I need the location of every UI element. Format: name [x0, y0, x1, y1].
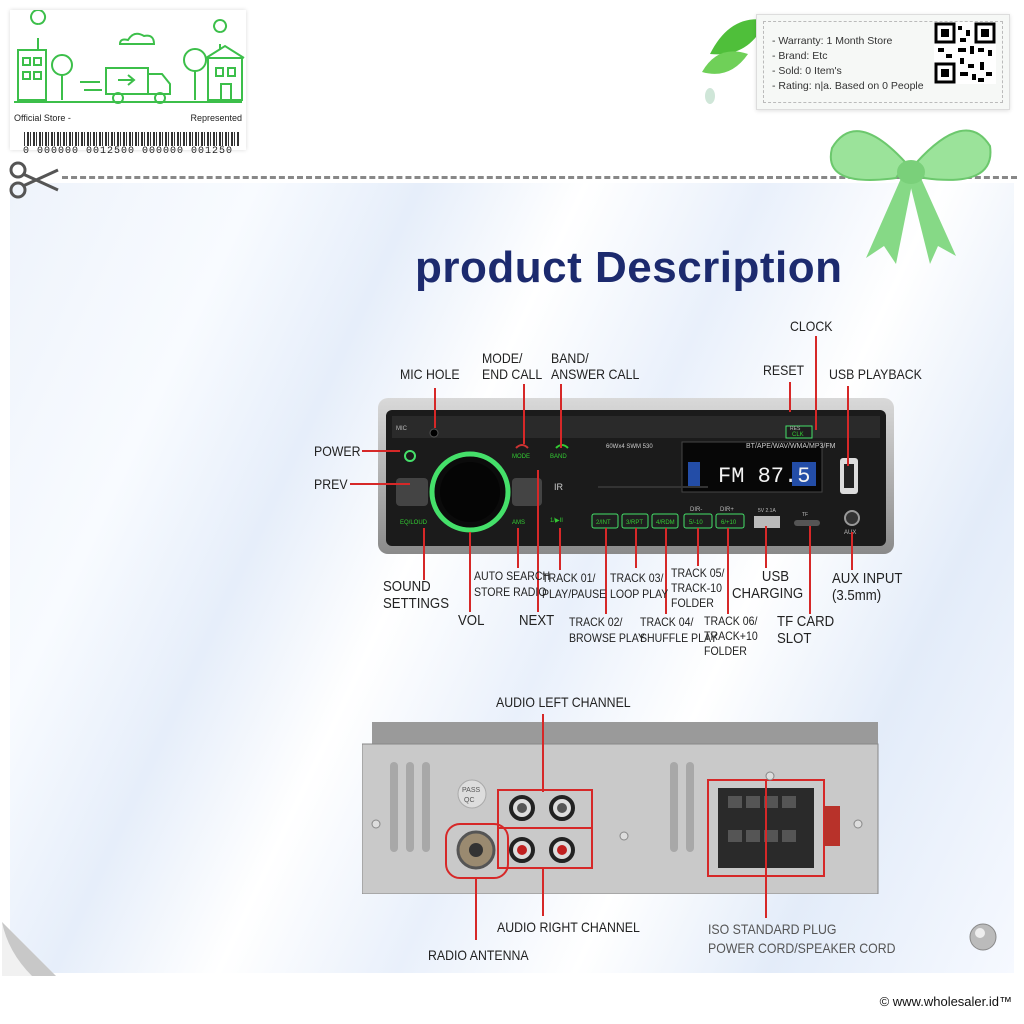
- brand-text: - Brand: Etc: [772, 50, 828, 62]
- dir-minus-small: DIR-: [690, 507, 702, 513]
- res-small: RES: [790, 426, 801, 432]
- label-mic-hole: MIC HOLE: [400, 366, 460, 382]
- label-prev: PREV: [314, 476, 348, 492]
- label-track02: TRACK 02/BROWSE PLAY: [569, 615, 646, 645]
- button-2: 2/INT: [596, 520, 611, 526]
- tf-small: TF: [802, 512, 808, 518]
- rating-text: - Rating: n|a. Based on 0 People: [772, 80, 924, 92]
- label-usb-playback: USB PLAYBACK: [829, 366, 922, 382]
- official-store-card: Official Store - Represented 0 000000 00…: [10, 10, 246, 157]
- cut-line: [62, 176, 1017, 179]
- ribbon-bow-icon: [829, 129, 992, 264]
- label-audio-right: AUDIO RIGHT CHANNEL: [497, 919, 640, 935]
- qc-text: QC: [464, 797, 475, 804]
- pass-text: PASS: [462, 787, 480, 794]
- model-text: 60Wx4 SWM 530: [606, 444, 653, 450]
- format-text: BT/APE/WAV/WMA/MP3/FM: [746, 443, 836, 450]
- label-track04: TRACK 04/SHUFFLE PLAY: [640, 615, 718, 645]
- aux-small: AUX: [844, 530, 856, 536]
- usb-small: 5V 2.1A: [758, 508, 776, 514]
- leaf-icon: [702, 19, 766, 104]
- car-radio-back-panel: PASS QC: [362, 722, 879, 894]
- store-right-label: Represented: [190, 113, 242, 123]
- mode-small: MODE: [512, 454, 530, 460]
- car-radio-front-panel: FM 87.5 BT/APE/WAV/WMA/MP3/FM 60Wx4 SWM …: [378, 398, 894, 554]
- barcode-number: 0 000000 0012500 000000 001250: [22, 146, 234, 157]
- scissors-icon: [9, 161, 59, 199]
- warranty-text: - Warranty: 1 Month Store: [772, 35, 893, 47]
- button-4: 4/RDM: [656, 520, 675, 526]
- b1-small: 1/▶II: [550, 518, 563, 524]
- button-6: 6/+10: [721, 520, 737, 526]
- button-5: 5/-10: [689, 520, 703, 526]
- band-small: BAND: [550, 454, 567, 460]
- ams-small: AMS: [512, 520, 525, 526]
- label-vol: VOL: [458, 612, 485, 629]
- clk-small: CLK: [792, 432, 804, 438]
- copyright-text: © www.wholesaler.id™: [879, 994, 1012, 1009]
- store-left-label: Official Store -: [14, 113, 71, 123]
- page-curl-icon: [2, 922, 56, 976]
- label-audio-left: AUDIO LEFT CHANNEL: [496, 694, 631, 710]
- scroll-top-icon[interactable]: [968, 922, 998, 952]
- store-illustration: [14, 10, 245, 104]
- label-radio-antenna: RADIO ANTENNA: [428, 947, 529, 963]
- label-clock: CLOCK: [790, 318, 833, 334]
- button-3: 3/RPT: [626, 520, 643, 526]
- qr-code-icon: [934, 22, 996, 84]
- label-power: POWER: [314, 443, 361, 459]
- label-mode: MODE/END CALL: [482, 350, 543, 382]
- sold-text: - Sold: 0 Item's: [772, 65, 842, 77]
- label-track03: TRACK 03/LOOP PLAY: [610, 571, 669, 601]
- barcode: [24, 132, 239, 146]
- display-readout: FM 87.5: [718, 464, 810, 489]
- ir-small: IR: [554, 482, 564, 492]
- dir-plus-small: DIR+: [720, 507, 734, 513]
- label-reset: RESET: [763, 362, 805, 378]
- label-aux-input: AUX INPUT(3.5mm): [832, 570, 903, 604]
- label-track01: TRACK 01/PLAY/PAUSE: [542, 571, 607, 601]
- label-band: BAND/ANSWER CALL: [551, 350, 640, 382]
- page-title: product Description: [415, 243, 843, 292]
- mic-small: MIC: [396, 426, 408, 432]
- eq-small: EQ/LOUD: [400, 520, 428, 526]
- label-next: NEXT: [519, 612, 555, 629]
